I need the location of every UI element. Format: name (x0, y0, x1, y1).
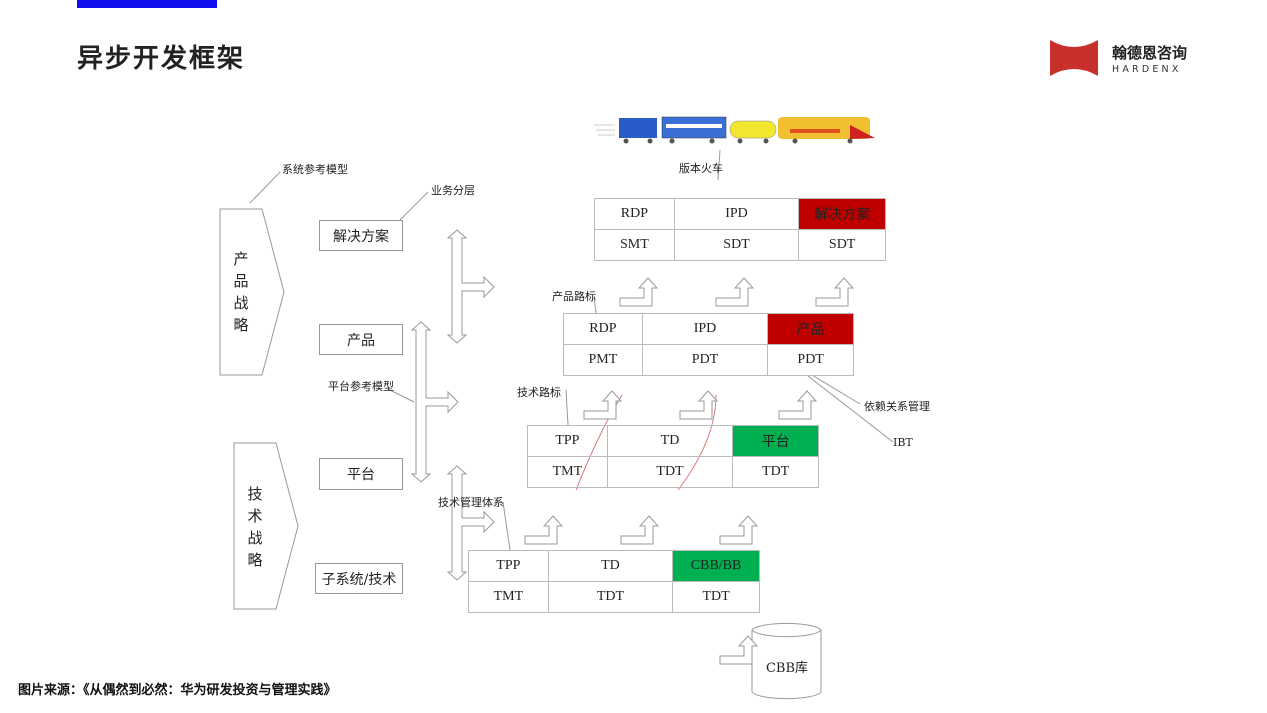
cell-highlight: 平台 (732, 425, 819, 457)
cbb-library-cylinder (751, 622, 822, 700)
cell: TDT (672, 581, 760, 613)
layer-subsystem-tech: 子系统/技术 (315, 563, 403, 594)
cell: PMT (563, 344, 643, 376)
cell: TMT (468, 581, 549, 613)
bent-arrow-icon (524, 515, 564, 545)
product-strategy-chevron (219, 208, 285, 376)
bent-arrow-icon (815, 277, 855, 307)
bent-arrow-icon (679, 390, 719, 420)
cell-highlight: CBB/BB (672, 550, 760, 582)
cbb-library-label: CBB库 (765, 661, 809, 676)
page-title: 异步开发框架 (77, 44, 246, 74)
bent-arrow-icon (719, 635, 759, 665)
cell: TDT (606, 456, 734, 488)
cell: TDT (547, 581, 674, 613)
hardenx-logo-icon (1050, 40, 1098, 76)
cell: IPD (641, 313, 769, 345)
product-strategy-label: 产品战略 (233, 250, 249, 334)
cell-highlight: 解决方案 (798, 198, 886, 230)
double-arrow-icon (446, 229, 495, 344)
cell: SDT (673, 229, 800, 261)
cell: SMT (594, 229, 675, 261)
tech-roadmap-label: 技术路标 (517, 386, 561, 399)
layer-product: 产品 (319, 324, 403, 355)
double-arrow-icon (410, 321, 459, 483)
cell: TDT (732, 456, 819, 488)
version-train-label: 版本火车 (679, 162, 723, 175)
logo-en: HARDENX (1112, 64, 1182, 75)
cell: TPP (527, 425, 608, 457)
ibt-label: IBT (893, 436, 913, 449)
bent-arrow-icon (778, 390, 818, 420)
accent-bar (77, 0, 217, 8)
cell: PDT (767, 344, 854, 376)
tech-strategy-chevron (233, 442, 299, 610)
version-train-icon (594, 116, 875, 144)
cell: SDT (798, 229, 886, 261)
tech-strategy-label: 技术战略 (247, 485, 263, 569)
tech-mgmt-label: 技术管理体系 (438, 496, 504, 509)
cell: TD (547, 550, 674, 582)
system-ref-label: 系统参考模型 (282, 163, 348, 176)
layer-solution: 解决方案 (319, 220, 403, 251)
dependency-label: 依赖关系管理 (864, 400, 930, 413)
double-arrow-icon (446, 465, 495, 581)
bent-arrow-icon (619, 277, 659, 307)
cell-highlight: 产品 (767, 313, 854, 345)
cell: TD (606, 425, 734, 457)
cell: RDP (563, 313, 643, 345)
platform-ref-label: 平台参考模型 (328, 380, 394, 393)
bent-arrow-icon (583, 390, 623, 420)
cell: TMT (527, 456, 608, 488)
cell: PDT (641, 344, 769, 376)
logo-cn: 翰德恩咨询 (1112, 44, 1188, 62)
cell: IPD (673, 198, 800, 230)
source-footnote: 图片来源：《从偶然到必然：华为研发投资与管理实践》 (18, 683, 337, 698)
bent-arrow-icon (719, 515, 759, 545)
bent-arrow-icon (715, 277, 755, 307)
cell: TPP (468, 550, 549, 582)
cell: RDP (594, 198, 675, 230)
product-roadmap-label: 产品路标 (552, 290, 596, 303)
bent-arrow-icon (620, 515, 660, 545)
business-layer-label: 业务分层 (431, 184, 475, 197)
layer-platform: 平台 (319, 458, 403, 490)
